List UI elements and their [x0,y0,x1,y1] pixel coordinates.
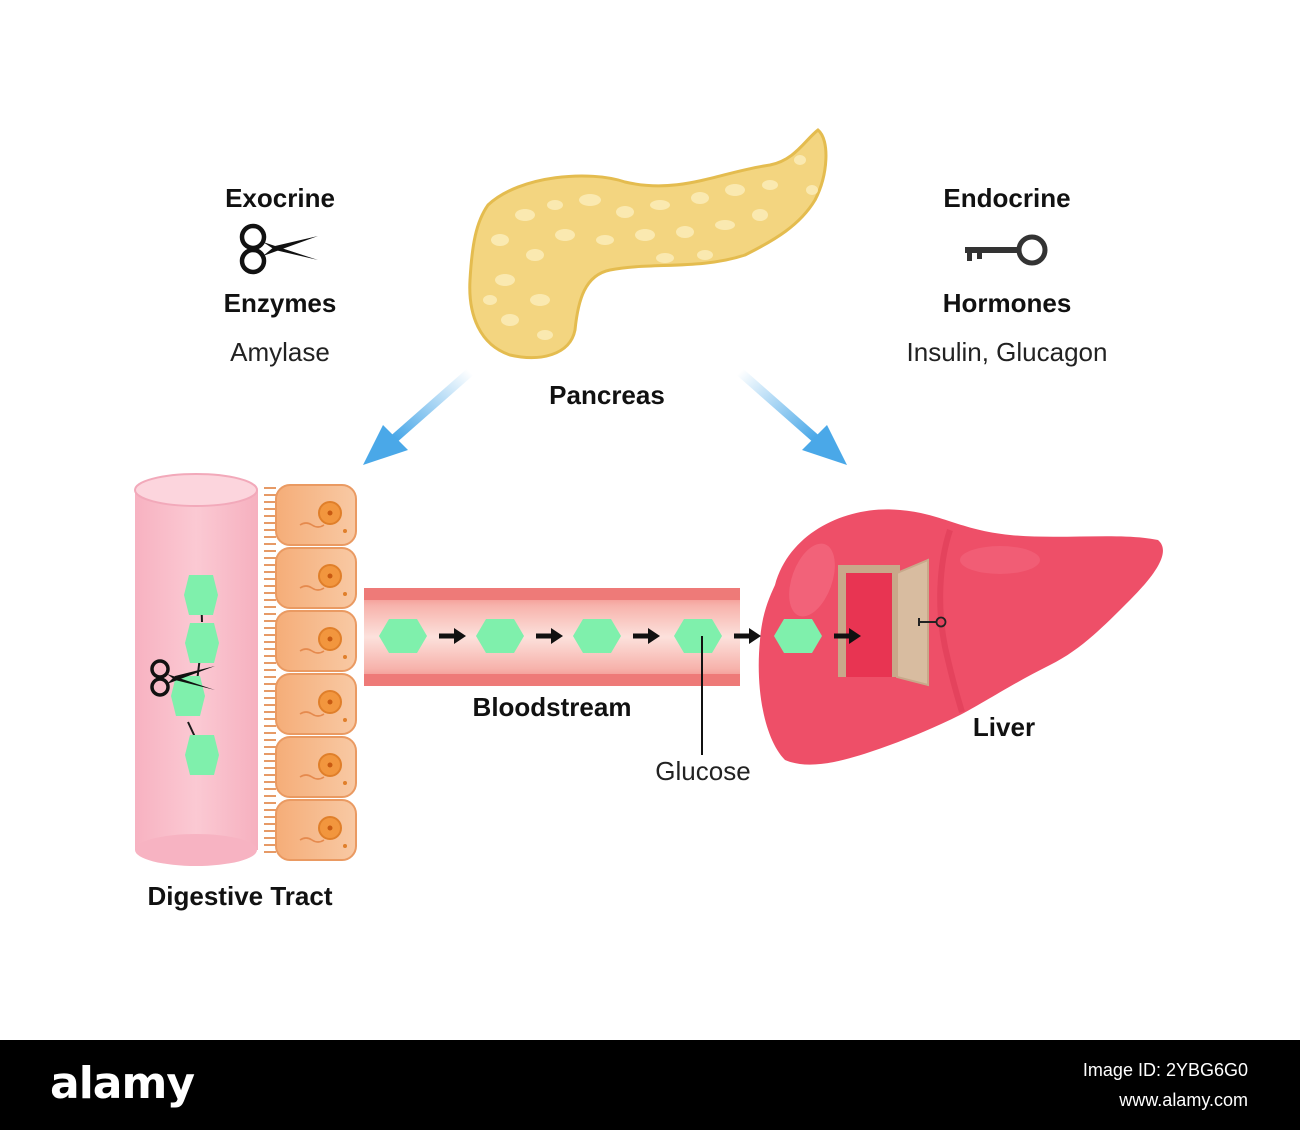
scissors-icon [150,659,215,697]
pancreas-label: Pancreas [549,380,665,410]
flow-arrowhead [551,628,563,644]
digestive-tract-tube [134,473,258,866]
flow-arrow [834,633,850,639]
pancreas-organ [468,128,828,359]
cell-nucleolus [327,636,333,642]
arrow-to-digestive-tract [363,368,473,465]
cell-granule [343,844,347,848]
glucose-label: Glucose [655,756,751,786]
flow-arrowhead [749,628,761,644]
cell-organelle [299,585,325,591]
cell-granule [343,781,347,785]
enzymes-label: Enzymes [223,288,337,318]
cell-nucleolus [327,762,333,768]
glucose-molecule [774,619,822,653]
glucose-molecule [379,619,427,653]
glucose-molecule [476,619,524,653]
arrow-to-liver [737,368,847,465]
bloodstream-label: Bloodstream [472,692,632,722]
intestinal-cell [275,484,357,546]
key-icon [918,616,947,628]
cell-organelle [299,711,325,717]
hormones-label: Hormones [942,288,1072,318]
cell-nucleolus [327,825,333,831]
cell-nucleolus [327,510,333,516]
watermark-logo: alamy [50,1058,195,1109]
watermark-url: www.alamy.com [1119,1090,1248,1110]
intestinal-cell [275,736,357,798]
glucose-molecule [674,619,722,653]
cell-granule [343,529,347,533]
flow-arrowhead [849,628,861,644]
cell-organelle [299,837,325,843]
diagram-artwork [134,128,1163,866]
intestinal-cell [275,799,357,861]
cell-organelle [299,522,325,528]
cell-nucleolus [327,699,333,705]
hormone-examples-label: Insulin, Glucagon [906,337,1108,367]
key-icon [965,234,1048,266]
liver-label: Liver [972,712,1036,742]
exocrine-label: Exocrine [225,183,335,213]
watermark-bar: alamy Image ID: 2YBG6G0 www.alamy.com [0,1040,1300,1130]
glucose-flow [379,619,861,653]
cell-granule [343,655,347,659]
scissors-icon [239,223,318,275]
cell-organelle [299,774,325,780]
cell-granule [343,718,347,722]
starch-chain [171,575,219,775]
cell-granule [343,592,347,596]
flow-arrow [734,633,750,639]
intestinal-cell [275,610,357,672]
blood-vessel [364,588,740,686]
door-icon [838,558,929,687]
digestive-tract-label: Digestive Tract [147,881,333,911]
intestinal-cells [264,484,357,861]
intestinal-cell [275,673,357,735]
flow-arrow [439,633,455,639]
flow-arrowhead [454,628,466,644]
endocrine-label: Endocrine [943,183,1071,213]
cell-nucleolus [327,573,333,579]
flow-arrow [633,633,649,639]
flow-arrowhead [648,628,660,644]
glucose-molecule [573,619,621,653]
flow-arrow [536,633,552,639]
amylase-label: Amylase [230,337,330,367]
cell-organelle [299,648,325,654]
intestinal-cell [275,547,357,609]
watermark-image-id: Image ID: 2YBG6G0 [1082,1060,1248,1080]
